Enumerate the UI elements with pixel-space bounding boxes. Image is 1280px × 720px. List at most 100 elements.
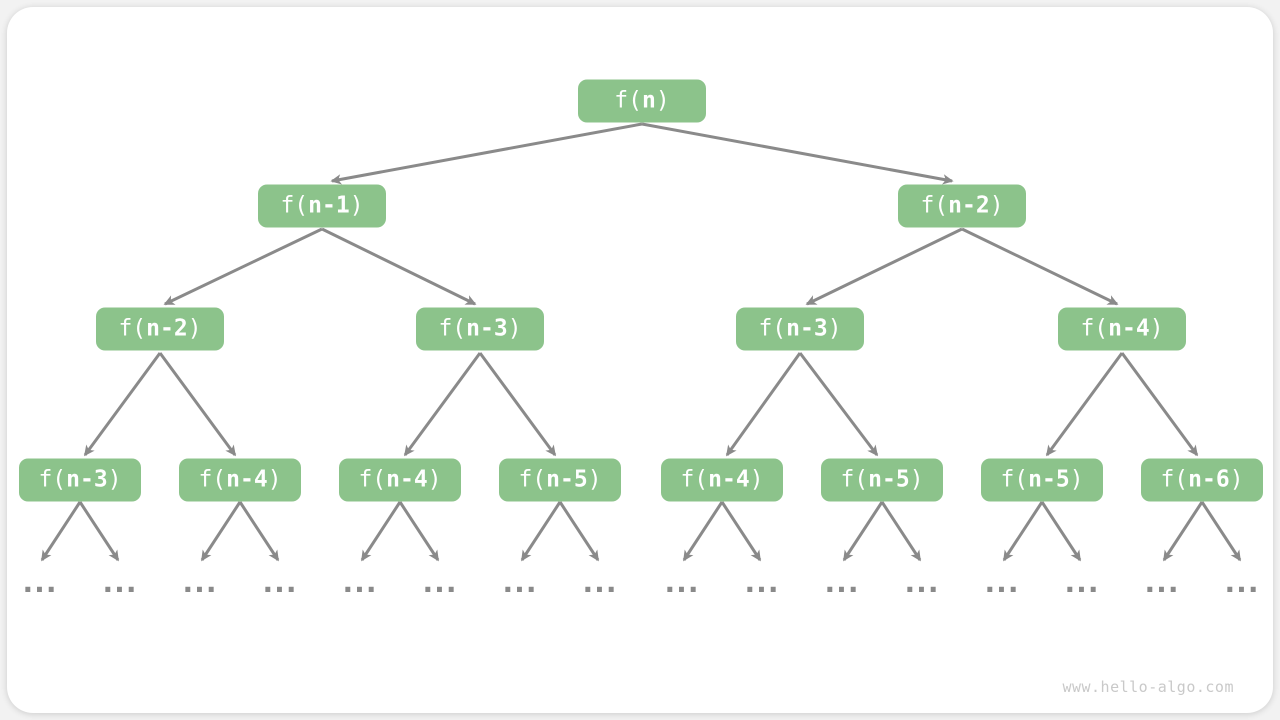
node-arg: n-4 [708,466,750,493]
node-label: ) [1069,466,1084,493]
node-label: f( [614,87,642,114]
node-label: ) [267,466,282,493]
edge [641,122,954,185]
edge [360,501,402,562]
edge [961,227,1119,306]
ellipsis: ... [422,566,458,599]
node-f-n-3-l3b: f(n-3) [736,307,864,351]
node-label: f( [1080,315,1109,342]
ellipsis: ... [582,566,618,599]
edge [40,501,82,562]
ellipsis: ... [904,566,940,599]
node-label: ) [507,315,522,342]
node-arg: n-3 [786,315,828,342]
node-f-n-6-l4: f(n-6) [1141,458,1263,502]
edge [83,352,162,457]
edge [321,227,477,306]
node-label: f( [518,466,547,493]
edge [880,501,922,562]
node-label: f( [280,192,309,219]
node-label: ) [187,315,202,342]
node-label: f( [198,466,227,493]
ellipsis: ... [1064,566,1100,599]
edge [720,501,762,562]
edge [163,227,323,306]
node-label: ) [427,466,442,493]
node-arg: n-2 [146,315,188,342]
edge [330,122,643,185]
edge [1120,352,1199,457]
node-label: ) [1229,466,1244,493]
node-f-n-3-l3: f(n-3) [416,307,544,351]
node-f-n-5-l4b: f(n-5) [821,458,943,502]
node-arg: n-5 [868,466,910,493]
ellipsis: ... [1144,566,1180,599]
node-label: f( [358,466,387,493]
node-label: f( [1000,466,1029,493]
edge [725,352,802,457]
node-label: ) [989,192,1004,219]
edge [558,501,600,562]
edge [1200,501,1242,562]
ellipsis: ... [102,566,138,599]
edge [403,352,482,457]
edge [1040,501,1082,562]
node-label: ) [1149,315,1164,342]
edge [682,501,724,562]
node-label: ) [827,315,842,342]
node-label: f( [38,466,67,493]
ellipsis: ... [342,566,378,599]
node-f-n-2-l3: f(n-2) [96,307,224,351]
node-f-n-5-l4: f(n-5) [499,458,621,502]
ellipsis: ... [984,566,1020,599]
edge [398,501,440,562]
ellipsis: ... [502,566,538,599]
node-arg: n-4 [1108,315,1150,342]
node-f-n-4-l3: f(n-4) [1058,307,1186,351]
ellipsis: ... [664,566,700,599]
node-f-n-4-l4c: f(n-4) [661,458,783,502]
node-label: ) [655,87,670,114]
edge [520,501,562,562]
node-label: ) [349,192,364,219]
edge [158,352,237,457]
edge [1045,352,1124,457]
node-arg: n-5 [546,466,588,493]
node-label: f( [438,315,467,342]
node-label: f( [758,315,787,342]
node-f-n-4-l4: f(n-4) [179,458,301,502]
node-arg: n [641,87,656,114]
node-arg: n-5 [1028,466,1070,493]
edge [238,501,280,562]
watermark: www.hello-algo.com [1062,678,1234,696]
edge [1162,501,1204,562]
node-arg: n-6 [1188,466,1230,493]
node-arg: n-3 [66,466,108,493]
edge [1002,501,1044,562]
edge [478,352,557,457]
node-label: ) [107,466,122,493]
node-f-n-3-l4: f(n-3) [19,458,141,502]
node-label: ) [587,466,602,493]
ellipsis: ... [182,566,218,599]
node-label: f( [920,192,949,219]
ellipsis: ... [22,566,58,599]
edge [798,352,879,457]
node-f-n-2: f(n-2) [898,184,1026,228]
ellipsis: ... [262,566,298,599]
ellipsis: ... [744,566,780,599]
ellipsis: ... [1224,566,1260,599]
node-label: ) [749,466,764,493]
node-arg: n-4 [226,466,268,493]
node-arg: n-1 [308,192,350,219]
edge [200,501,242,562]
node-arg: n-4 [386,466,428,493]
node-label: f( [1160,466,1189,493]
edge [78,501,120,562]
node-label: ) [909,466,924,493]
node-arg: n-3 [466,315,508,342]
node-f-n-4-l4b: f(n-4) [339,458,461,502]
node-f-n: f(n) [578,79,706,123]
edge [842,501,884,562]
